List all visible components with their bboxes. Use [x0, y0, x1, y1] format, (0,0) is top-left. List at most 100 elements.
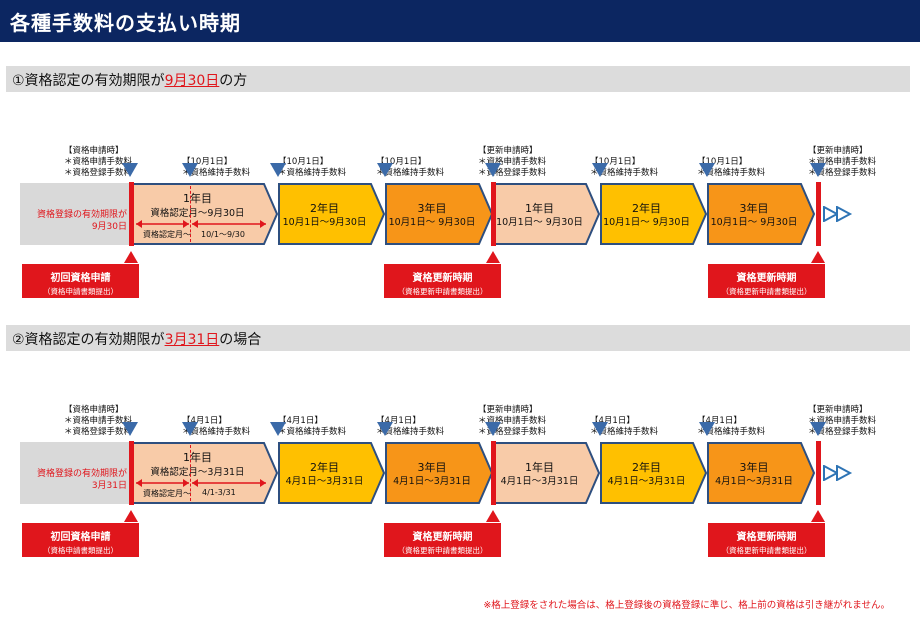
- fee-annotation-line: 【4月1日】: [278, 416, 323, 426]
- application-label-sub: （資格申請書類提出）: [43, 287, 118, 296]
- arrow-head-right: [183, 220, 189, 228]
- payment-marker-down: [377, 163, 393, 177]
- fee-annotation: 【4月1日】＊資格維持手数料: [182, 416, 250, 438]
- fee-annotation-line: ＊資格申請手数料: [478, 157, 547, 167]
- application-marker-up: [811, 510, 825, 522]
- year-label: 3年目: [739, 202, 769, 215]
- arrow-head-left: [136, 479, 142, 487]
- section-heading-date: 9月30日: [164, 73, 220, 89]
- split-right-label: 4/1-3/31: [202, 488, 236, 497]
- page-title: 各種手数料の支払い時期: [10, 11, 241, 35]
- application-label-title: 資格更新時期: [412, 273, 473, 284]
- year-label: 3年目: [739, 461, 769, 474]
- year-period: 10月1日～ 9月30日: [496, 217, 583, 228]
- fee-annotation-line: ＊資格登録手数料: [478, 427, 547, 437]
- payment-marker-down: [485, 422, 501, 436]
- year-box-shape: [600, 442, 707, 504]
- fee-annotation-line: ＊資格申請手数料: [64, 157, 133, 167]
- year-label: 1年目: [525, 202, 554, 215]
- application-label-box: 資格更新時期（資格更新申請書類提出）: [708, 264, 825, 298]
- fee-annotation-line: ＊資格申請手数料: [478, 416, 547, 426]
- fee-annotation-line: 【4月1日】: [697, 416, 742, 426]
- year-box-chevron: [600, 183, 707, 245]
- year-period: 10月1日～ 9月30日: [710, 217, 798, 228]
- year-period: 資格認定月～9月30日: [150, 208, 245, 219]
- fee-annotation-line: ＊資格維持手数料: [590, 168, 659, 178]
- application-label-title: 初回資格申請: [50, 273, 111, 284]
- section-heading-suffix: の方: [219, 73, 248, 89]
- fee-annotation-line: ＊資格申請手数料: [808, 157, 877, 167]
- year-period: 10月1日～ 9月30日: [388, 217, 476, 228]
- arrow-head-left: [136, 220, 142, 228]
- application-marker-up: [486, 510, 500, 522]
- fee-annotation: 【資格申請時】＊資格申請手数料＊資格登録手数料: [64, 405, 132, 438]
- payment-marker-down: [592, 163, 608, 177]
- application-label-title: 初回資格申請: [50, 532, 111, 543]
- fee-annotation-line: 【10月1日】: [376, 157, 427, 167]
- fee-annotation-line: ＊資格申請手数料: [808, 416, 877, 426]
- year-box-shape: [385, 442, 493, 504]
- fee-annotation-line: 【4月1日】: [376, 416, 421, 426]
- payment-marker-down: [810, 163, 826, 177]
- fee-annotation-line: 【更新申請時】: [808, 405, 868, 415]
- renewal-boundary-line: [129, 182, 134, 246]
- year-label: 2年目: [632, 461, 661, 474]
- section-heading: ②資格認定の有効期限が3月31日の場合: [12, 329, 261, 349]
- year-label: 1年目: [183, 451, 212, 464]
- fee-annotation: 【10月1日】＊資格維持手数料: [376, 157, 444, 179]
- fee-annotation-line: ＊資格維持手数料: [376, 168, 445, 178]
- year-period: 10月1日～ 9月30日: [603, 217, 690, 228]
- year-label: 1年目: [183, 192, 212, 205]
- year-box-chevron: [600, 442, 707, 504]
- arrow-head-left: [192, 220, 198, 228]
- continuation-arrows-icon: [823, 206, 853, 222]
- continuation-arrow: [823, 206, 840, 222]
- continuation-arrow: [823, 465, 840, 481]
- fee-annotation-line: ＊資格登録手数料: [64, 427, 133, 437]
- fee-annotation-line: 【更新申請時】: [808, 146, 868, 156]
- year-box: 1年目 10月1日～ 9月30日: [493, 183, 600, 245]
- application-label-title: 資格更新時期: [736, 273, 797, 284]
- continuation-arrow: [836, 206, 853, 222]
- year-label: 2年目: [632, 202, 661, 215]
- fee-annotation-line: ＊資格維持手数料: [278, 168, 347, 178]
- fee-annotation-line: ＊資格維持手数料: [590, 427, 659, 437]
- application-label-box: 資格更新時期（資格更新申請書類提出）: [708, 523, 825, 557]
- fee-annotation-line: ＊資格維持手数料: [182, 427, 251, 437]
- year-box-shape: [278, 183, 385, 245]
- split-arrows: [136, 479, 266, 487]
- fee-annotation: 【更新申請時】＊資格申請手数料＊資格登録手数料: [808, 146, 876, 179]
- renewal-boundary-line: [491, 441, 496, 505]
- year-box-chevron: [385, 442, 493, 504]
- year-split-divider: [190, 186, 191, 242]
- section-heading-bar: ①資格認定の有効期限が9月30日の方: [6, 66, 910, 92]
- year-box-shape: [278, 442, 385, 504]
- year-label: 2年目: [310, 202, 339, 215]
- year-period: 4月1日～3月31日: [285, 476, 364, 487]
- fee-annotation-line: ＊資格維持手数料: [376, 427, 445, 437]
- fee-annotation-line: ＊資格維持手数料: [278, 427, 347, 437]
- fee-annotation-line: 【4月1日】: [590, 416, 635, 426]
- year-box-chevron: [278, 183, 385, 245]
- year-box-shape: [707, 442, 815, 504]
- payment-marker-down: [122, 163, 138, 177]
- section-heading-suffix: の場合: [219, 332, 262, 348]
- split-right-label: 10/1～9/30: [201, 230, 245, 239]
- fee-annotation: 【4月1日】＊資格維持手数料: [376, 416, 444, 438]
- split-left-label: 資格認定月～: [143, 489, 191, 498]
- renewal-boundary-line: [816, 182, 821, 246]
- application-marker-up: [811, 251, 825, 263]
- fee-annotation: 【資格申請時】＊資格申請手数料＊資格登録手数料: [64, 146, 132, 179]
- year-box: 2年目 10月1日～ 9月30日: [600, 183, 707, 245]
- fee-annotation: 【10月1日】＊資格維持手数料: [697, 157, 765, 179]
- fee-annotation: 【更新申請時】＊資格申請手数料＊資格登録手数料: [808, 405, 876, 438]
- split-arrows: [136, 220, 266, 228]
- application-label-sub: （資格更新申請書類提出）: [397, 546, 488, 555]
- split-left-label: 資格認定月～: [143, 230, 191, 239]
